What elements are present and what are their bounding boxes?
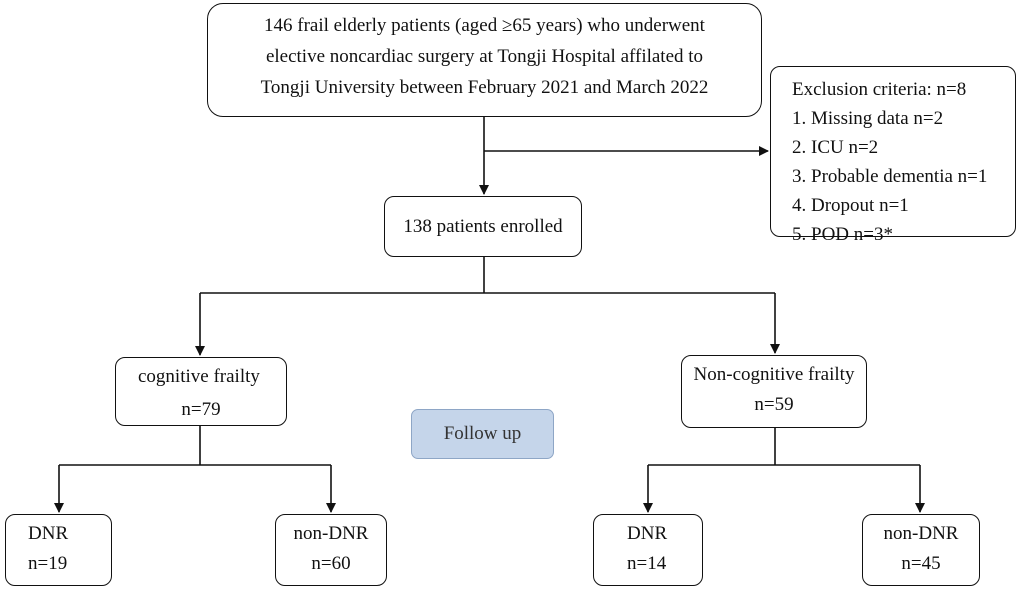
exclusion-item-dementia: 3. Probable dementia n=1: [792, 166, 988, 187]
cognitive-dnr-count: n=19: [28, 553, 68, 574]
noncognitive-frailty-box: Non-cognitive frailty n=59: [681, 355, 867, 428]
follow-up-label: Follow up: [443, 423, 522, 444]
noncognitive-nondnr-box: non-DNR n=45: [862, 514, 980, 586]
noncognitive-nondnr-count: n=45: [901, 553, 941, 574]
cognitive-nondnr-label: non-DNR: [293, 523, 369, 544]
noncognitive-dnr-box: DNR n=14: [593, 514, 703, 586]
cognitive-frailty-box: cognitive frailty n=79: [115, 357, 287, 426]
exclusion-item-missing-data: 1. Missing data n=2: [792, 108, 944, 129]
noncognitive-frailty-label: Non-cognitive frailty: [693, 364, 855, 385]
exclusion-criteria-box: Exclusion criteria: n=8 1. Missing data …: [770, 66, 1016, 245]
enrolled-box: 138 patients enrolled: [384, 196, 582, 257]
enrolled-label: 138 patients enrolled: [403, 216, 563, 237]
cognitive-nondnr-count: n=60: [311, 553, 351, 574]
exclusion-item-dropout: 4. Dropout n=1: [792, 195, 909, 216]
follow-up-box: Follow up: [411, 409, 554, 459]
population-line-1: 146 frail elderly patients (aged ≥65 yea…: [264, 15, 705, 36]
cognitive-frailty-count: n=79: [181, 399, 221, 420]
cognitive-nondnr-box: non-DNR n=60: [275, 514, 387, 586]
cognitive-frailty-label: cognitive frailty: [138, 366, 260, 387]
noncognitive-dnr-count: n=14: [627, 553, 667, 574]
population-line-2: elective noncardiac surgery at Tongji Ho…: [265, 46, 704, 67]
exclusion-title: Exclusion criteria: n=8: [792, 79, 967, 100]
population-box: 146 frail elderly patients (aged ≥65 yea…: [207, 3, 762, 117]
exclusion-item-icu: 2. ICU n=2: [792, 137, 879, 158]
noncognitive-frailty-count: n=59: [754, 394, 794, 415]
exclusion-item-pod: 5. POD n=3*: [792, 224, 893, 245]
noncognitive-nondnr-label: non-DNR: [883, 523, 959, 544]
population-line-3: Tongji University between February 2021 …: [260, 77, 709, 98]
noncognitive-dnr-label: DNR: [627, 523, 668, 544]
cognitive-dnr-label: DNR: [28, 523, 69, 544]
cognitive-dnr-box: DNR n=19: [5, 514, 112, 586]
